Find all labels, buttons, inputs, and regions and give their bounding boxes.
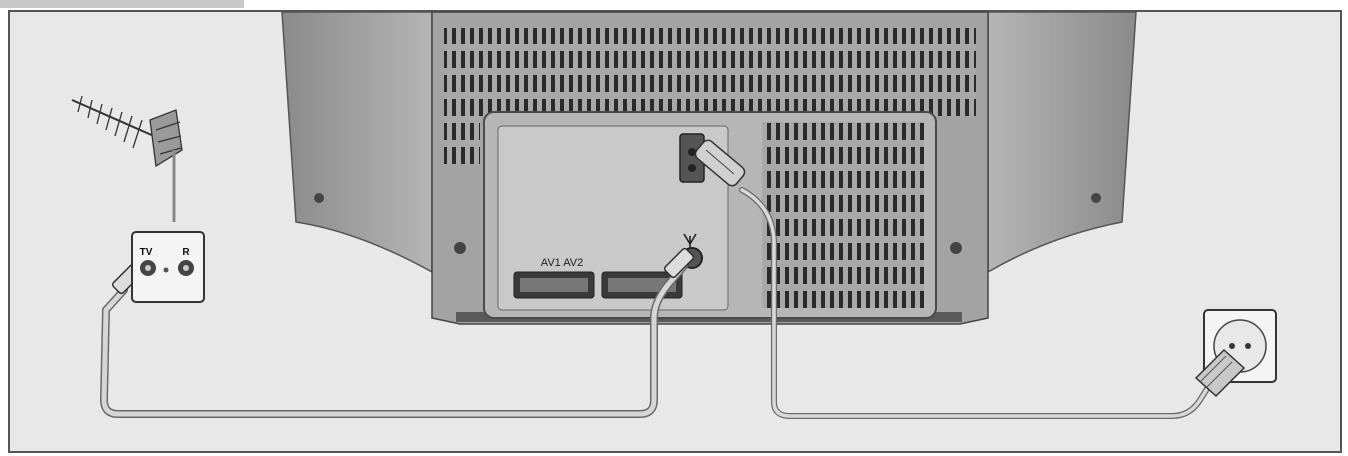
tv-left-vents — [444, 116, 480, 164]
screw-hole — [950, 242, 962, 254]
antenna-icon — [71, 95, 183, 222]
screw-hole — [1091, 193, 1101, 203]
wall-power-socket-icon — [1194, 309, 1277, 398]
socket-tv-label: TV — [140, 247, 153, 258]
frame-tab — [0, 0, 244, 8]
screw-hole — [454, 242, 466, 254]
tv-top-vents — [444, 28, 976, 116]
panel-vents — [762, 122, 924, 308]
socket-radio-label: R — [182, 247, 190, 258]
screw-hole — [314, 193, 324, 203]
power-plug-icon — [694, 139, 746, 187]
tv-right-shell — [987, 11, 1137, 274]
antenna-wall-socket-icon — [131, 231, 205, 303]
antenna-plug-tv — [663, 247, 695, 279]
scart-label: AV1 AV2 — [541, 257, 583, 269]
